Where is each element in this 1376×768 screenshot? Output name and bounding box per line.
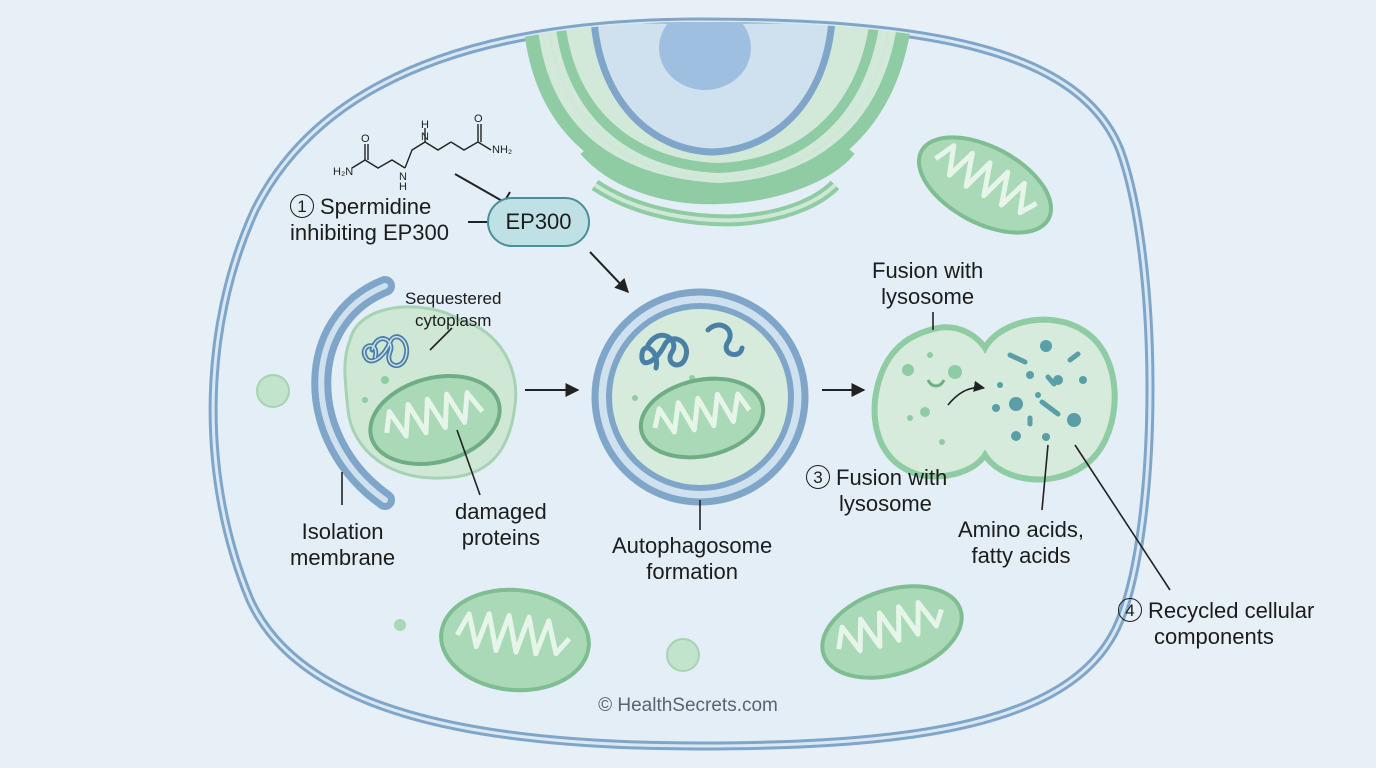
autophagosome: [591, 288, 809, 506]
nucleolus: [659, 22, 751, 90]
isolation-line2: membrane: [290, 545, 396, 570]
autophagosome-line1: Autophagosome: [612, 533, 773, 558]
damaged-mitochondrion: [368, 373, 502, 467]
spermidine-molecule: [351, 124, 492, 169]
amino-line1: Amino acids,: [958, 517, 1084, 542]
atom-o: O: [474, 113, 483, 125]
step-number: 3: [806, 465, 830, 489]
step-number: 1: [290, 194, 314, 218]
sequestered-line1: Sequestered: [405, 289, 502, 308]
step-number: 4: [1118, 598, 1142, 622]
atom-h2n: H₂N: [333, 166, 353, 178]
step3-line2: lysosome: [839, 491, 932, 516]
autophagosome-line2: formation: [646, 559, 738, 584]
damaged-line1: damaged: [455, 499, 547, 524]
atom-n: N: [399, 171, 407, 183]
step3-line1: Fusion with: [836, 465, 948, 490]
arrow-ep300-to-autophagosome: [589, 251, 629, 294]
atom-n: N: [421, 131, 429, 143]
step1-line1: Spermidine: [320, 194, 432, 219]
fusion-top-line2: lysosome: [881, 284, 975, 309]
sequestered-cytoplasm: [343, 305, 518, 480]
atom-nh2: NH₂: [492, 144, 512, 156]
damaged-line2: proteins: [461, 525, 541, 550]
atom-h: H: [421, 119, 429, 131]
atom-o: O: [361, 133, 370, 145]
amino-acids-label: Amino acids, fatty acids: [958, 517, 1084, 569]
isolation-membrane-label: Isolation membrane: [290, 519, 395, 571]
mitochondrion-top-right: [916, 135, 1054, 235]
vesicle: [666, 638, 700, 672]
autophagosome-label: Autophagosome formation: [612, 533, 772, 585]
watermark: © HealthSecrets.com: [598, 695, 778, 716]
vesicle: [394, 619, 406, 631]
vesicle: [256, 374, 290, 408]
protein-squiggle: [639, 332, 689, 371]
atom-h: H: [399, 181, 407, 193]
isolation-line1: Isolation: [301, 519, 384, 544]
sequestered-line2: cytoplasm: [414, 311, 492, 330]
mitochondrion-bottom-right: [820, 584, 964, 680]
process-arrows: [525, 251, 866, 397]
fusion-top-label: Fusion with lysosome: [872, 258, 983, 310]
step4-line2: components: [1154, 624, 1274, 649]
step4-line1: Recycled cellular: [1148, 598, 1315, 623]
isolation-membrane: [311, 276, 395, 510]
amino-line2: fatty acids: [971, 543, 1071, 568]
step1-line2: inhibiting EP300: [290, 220, 450, 245]
leader-lines: [341, 312, 1171, 591]
fusion-top-line1: Fusion with: [872, 258, 984, 283]
nucleus-er: [523, 22, 912, 227]
mitochondrion-bottom-left: [439, 587, 591, 693]
damaged-proteins-label: damaged proteins: [455, 499, 547, 551]
sequestered-label: Sequestered cytoplasm: [405, 288, 501, 332]
autolysosome: [871, 316, 1118, 483]
ep300-node: EP300: [487, 197, 590, 247]
